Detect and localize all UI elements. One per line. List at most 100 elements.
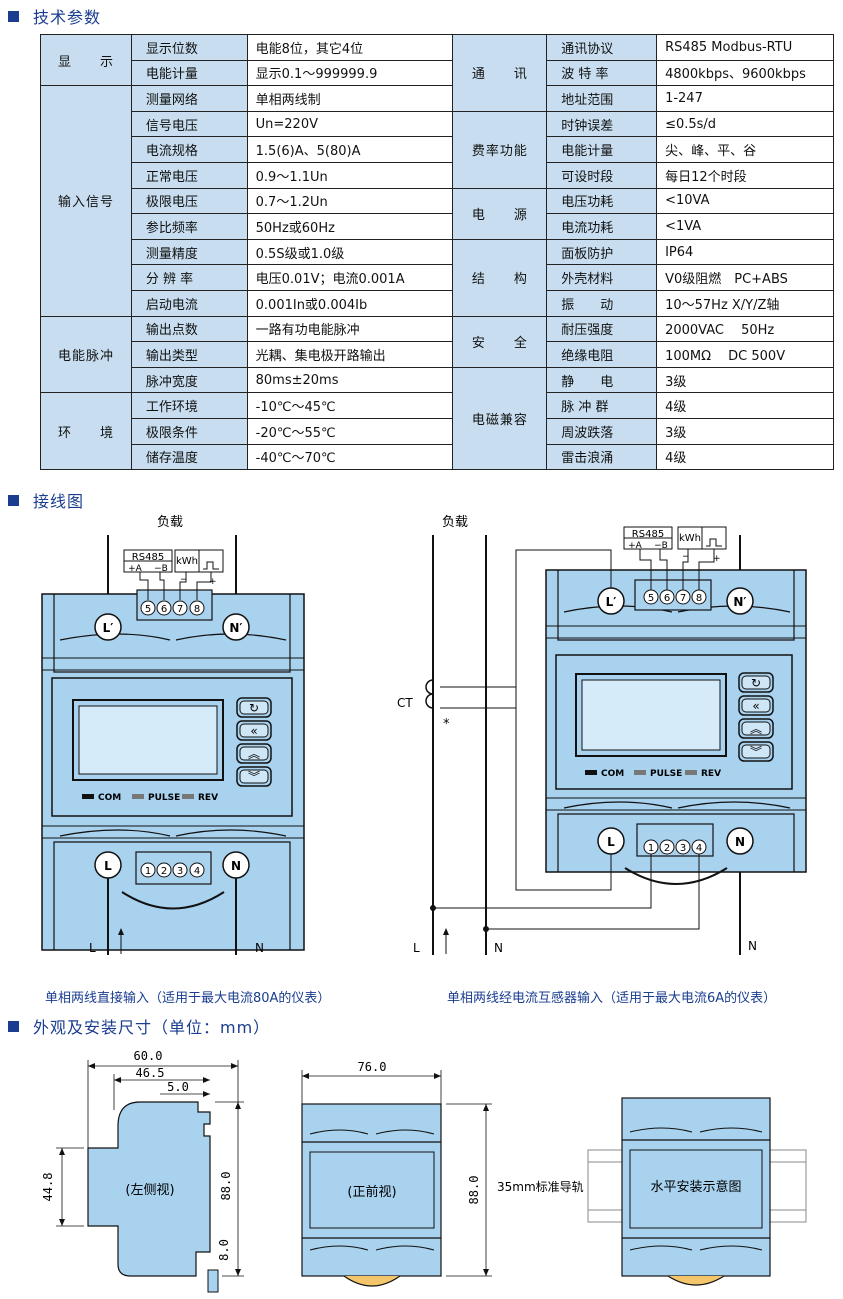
line-l-label-ct: L [413,941,420,955]
spec-value: 3级 [656,366,834,394]
terminal-3: 3 [177,866,183,877]
spec-name: 测量网络 [130,85,248,112]
dim-height-bottom: 8.0 [217,1239,231,1261]
wiring-ct: 负载 CT * ↻ « ︽ ︾ COM PULSE REV [397,515,807,955]
terminal-l-ct: L [607,835,615,849]
spec-name: 显示位数 [130,34,248,61]
spec-group: 电 源 [452,187,548,240]
rail-label: 35mm标准导轨 [497,1180,584,1194]
spec-value: 单相两线制 [246,85,454,112]
spec-value: 50Hz或60Hz [246,213,454,240]
tech-params-title: 技术参数 [33,8,102,27]
spec-value: 4级 [656,392,834,419]
terminal-5: 5 [648,593,654,604]
indicator-com-ct: COM [601,769,624,779]
dim-width-total: 60.0 [134,1049,163,1063]
spec-name: 地址范围 [546,85,658,112]
bottom-terminals-left: 1 2 3 4 [140,862,205,878]
indicator-com: COM [98,793,121,803]
com-indicator-icon [585,770,597,775]
line-n-label-ct: N [494,941,503,955]
terminal-6: 6 [664,593,670,604]
spec-name: 雷击浪涌 [546,443,658,471]
line-n-label: N [255,941,264,955]
spec-name: 外壳材料 [546,264,658,291]
spec-name: 耐压强度 [546,315,658,343]
spec-value: 一路有功电能脉冲 [246,315,454,343]
minus-label: − [180,575,188,585]
terminal-1: 1 [145,866,151,877]
terminal-8: 8 [194,604,200,615]
dim-height-right: 88.0 [219,1172,233,1201]
terminal-7: 7 [177,604,183,615]
terminal-3: 3 [680,843,686,854]
indicator-pulse: PULSE [148,793,180,803]
ct-label: CT [397,696,413,710]
terminal-l: L [104,859,112,873]
dim-width-small: 5.0 [167,1080,189,1094]
terminal-2: 2 [664,843,670,854]
arrow-up-icon [443,928,449,935]
spec-value: 电能8位，其它4位 [246,34,454,61]
return-icon: ↻ [751,676,761,690]
load-label: 负载 [157,515,183,530]
rs485-label: RS485 [132,552,164,563]
section-bullet-icon [8,10,19,22]
caption-direct: 单相两线直接输入（适用于最大电流80A的仪表） [45,991,331,1006]
kwh-label: kWh [176,556,198,567]
tech-params-header: 技术参数 [8,4,101,28]
spec-name: 正常电压 [130,161,248,189]
spec-name: 储存温度 [130,443,248,471]
spec-name: 脉冲宽度 [130,366,248,394]
plus-label: + [209,577,217,587]
spec-name: 电能计量 [546,136,658,163]
spec-name: 测量精度 [130,238,248,266]
dim-front-width: 76.0 [358,1060,387,1074]
spec-value: V0级阻燃 PC+ABS [656,264,834,291]
spec-value: <1VA [656,213,834,240]
down-icon: ︾ [750,745,762,759]
spec-name: 分 辨 率 [130,264,248,291]
spec-value: 显示0.1～999999.9 [246,59,454,87]
pulse-icon [203,561,219,570]
minus-b-label-ct: −B [654,541,668,551]
spec-group: 结 构 [452,238,548,317]
spec-value: 0.001In或0.004Ib [246,289,454,317]
bottom-terminals-ct: 1 2 3 4 [643,839,707,855]
spec-name: 通讯协议 [546,34,658,61]
spec-name: 波 特 率 [546,59,658,87]
down-icon: ︾ [248,770,260,784]
top-terminals-ct: 5 6 7 8 [643,589,707,605]
spec-name: 极限条件 [130,417,248,445]
spec-name: 振 动 [546,289,658,317]
spec-group: 电磁兼容 [452,366,548,471]
spec-group: 通 讯 [452,34,548,112]
terminal-8: 8 [696,593,702,604]
spec-value: 100MΩ DC 500V [656,341,834,368]
wiring-diagrams: 负载 ↻ « ︽ ︾ COM PULSE REV [41,515,807,955]
front-view-label: (正前视) [347,1184,396,1200]
terminal-l-out: L′ [103,621,114,635]
spec-value: 0.5S级或1.0级 [246,238,454,266]
terminal-l-out-ct: L′ [606,595,617,609]
spec-name: 电流规格 [130,136,248,163]
side-view: 60.0 46.5 5.0 (左侧视) 44.8 88.0 8.0 [41,1049,244,1293]
spec-name: 输出点数 [130,315,248,343]
spec-group: 环 境 [40,392,132,471]
up-icon: ︽ [750,722,762,736]
spec-group: 显 示 [40,33,132,87]
plus-a-label: +A [128,564,143,574]
spec-name: 工作环境 [130,392,248,419]
dimension-drawings: 60.0 46.5 5.0 (左侧视) 44.8 88.0 8.0 76.0 [41,1049,807,1293]
spec-name: 启动电流 [130,289,248,317]
section-bullet-icon [8,1020,19,1032]
spec-value: 0.9～1.1Un [246,161,454,189]
